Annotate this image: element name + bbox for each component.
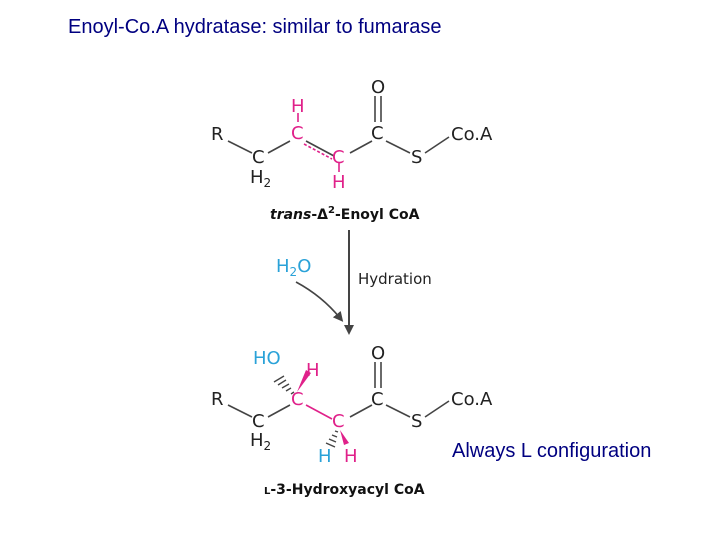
top-atom-c1: C [371, 123, 384, 144]
top-atom-s: S [411, 147, 422, 168]
bottom-ch2-label: H2 [250, 430, 271, 453]
bottom-atom-r: R [211, 389, 224, 410]
bottom-wedge-bond-h-c2 [340, 430, 349, 445]
bottom-c3-c2-bond [305, 404, 333, 420]
bottom-hash-bond-h-blue [325, 430, 339, 448]
top-atom-c-ch2: C [252, 147, 265, 168]
top-magenta-bonds [297, 113, 340, 172]
bottom-wedge-bond-h-c3 [297, 370, 311, 392]
top-atom-c2: C [332, 147, 345, 168]
bottom-atom-h-magenta: H [344, 446, 358, 467]
hydration-label: Hydration [358, 270, 432, 288]
top-atom-h-c3: H [291, 96, 305, 117]
bottom-atom-ho: HO [253, 348, 281, 369]
bottom-molecule: R C H2 HO H C C H H O C S Co.A L-3-Hydro… [211, 343, 493, 498]
bottom-hash-bond-ho [273, 375, 295, 395]
top-molecule-name: trans-Δ2-Enoyl CoA [270, 205, 420, 223]
bottom-atom-s: S [411, 411, 422, 432]
top-atom-r: R [211, 124, 224, 145]
top-double-bond-lower [303, 143, 333, 160]
bottom-atom-c-ch2: C [252, 411, 265, 432]
bottom-bonds [227, 362, 450, 418]
top-atom-coa: Co.A [451, 124, 493, 145]
top-atom-c3: C [291, 123, 304, 144]
top-molecule: R C H2 H C C H O C S Co.A trans-Δ2-Enoyl… [211, 77, 493, 223]
top-atom-h-c2: H [332, 172, 346, 193]
bottom-atom-h-blue: H [318, 446, 332, 467]
slide-title: Enoyl-Co.A hydratase: similar to fumaras… [68, 16, 442, 38]
bottom-atom-coa: Co.A [451, 389, 493, 410]
top-bonds [227, 96, 450, 157]
bottom-atom-c1: C [371, 389, 384, 410]
bottom-atom-o: O [371, 343, 385, 364]
bottom-molecule-name: L-3-Hydroxyacyl CoA [264, 482, 425, 498]
water-reagent: H2O [276, 256, 311, 279]
bottom-atom-c2: C [332, 411, 345, 432]
bottom-atom-c3: C [291, 389, 304, 410]
water-curve-arrow [295, 281, 344, 322]
bottom-atom-h-c3: H [306, 360, 320, 381]
top-ch2-label: H2 [250, 167, 271, 190]
configuration-note: Always L configuration [452, 440, 652, 462]
top-atom-o: O [371, 77, 385, 98]
reaction-step: H2O Hydration [276, 230, 432, 335]
